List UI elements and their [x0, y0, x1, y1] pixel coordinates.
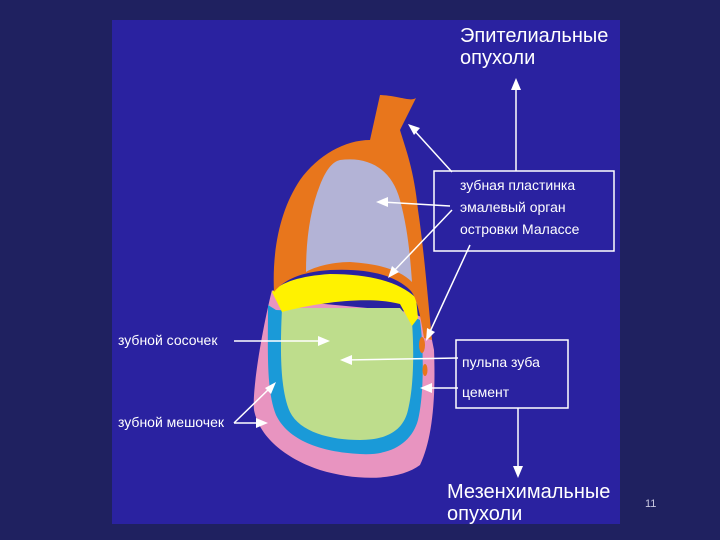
- arrow-down-head: [513, 466, 523, 478]
- pointer-pulp: [344, 357, 459, 361]
- mesenchymal-item-pulp: пульпа зуба: [462, 354, 540, 370]
- mesenchymal-title-line1: Мезенхимальные: [447, 481, 611, 503]
- label-dental-papilla: зубной сосочек: [118, 332, 218, 348]
- enamel-band-shape: [272, 274, 418, 326]
- page-number: 11: [645, 498, 657, 510]
- epithelial-item-malassez: островки Малассе: [460, 221, 580, 237]
- pointer-lamina-head: [408, 124, 420, 135]
- pointer-enamel-organ-head: [376, 197, 388, 207]
- pointer-follicle-2-head: [265, 382, 276, 394]
- pointer-enamel-organ: [381, 201, 451, 207]
- epithelial-title-line2: опухоли: [460, 47, 536, 69]
- epithelial-box-frame: [433, 170, 615, 252]
- pointer-cement-head: [420, 383, 432, 393]
- epithelial-box: зубная пластинка эмалевый орган островки…: [460, 174, 579, 240]
- mesenchymal-title: Мезенхимальные опухоли: [447, 481, 610, 525]
- malassez-rest-shape: [419, 337, 425, 353]
- epithelial-title: Эпителиальные опухоли: [460, 25, 608, 69]
- pointer-malassez: [427, 244, 471, 337]
- pointer-enamel-organ-2: [391, 209, 453, 274]
- pointer-lamina: [411, 127, 453, 173]
- arrow-up-head: [511, 78, 521, 90]
- pointer-follicle-head: [256, 418, 268, 428]
- epithelial-title-line1: Эпителиальные: [460, 25, 609, 47]
- mesenchymal-title-line2: опухоли: [447, 503, 523, 525]
- malassez-rest-shape-2: [422, 364, 428, 376]
- pointer-pulp-head: [340, 355, 352, 365]
- mesenchymal-box: пульпа зуба цемент: [462, 347, 540, 407]
- pointer-papilla-head: [318, 336, 330, 346]
- pointer-follicle-2: [233, 385, 273, 424]
- enamel-organ-inner-shape: [306, 159, 412, 282]
- mesenchymal-box-frame: [455, 339, 569, 409]
- epithelial-item-lamina: зубная пластинка: [460, 177, 576, 193]
- label-dental-follicle: зубной мешочек: [118, 414, 224, 430]
- pointer-enamel-organ-2-head: [388, 266, 399, 278]
- epithelial-item-enamel-organ: эмалевый орган: [460, 199, 566, 215]
- dental-papilla-shape: [280, 308, 414, 440]
- pointer-malassez-head: [426, 328, 435, 341]
- mesenchymal-item-cement: цемент: [462, 384, 510, 400]
